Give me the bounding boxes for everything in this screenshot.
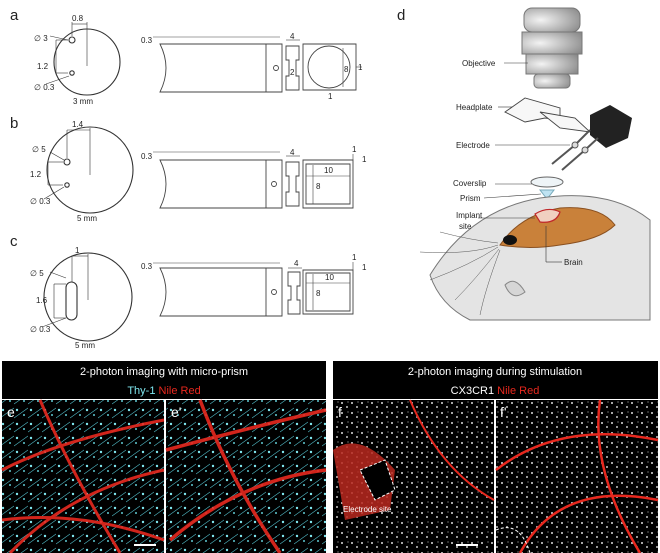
- headplate-illustration: [504, 97, 592, 133]
- panel-label-a: a: [10, 7, 19, 24]
- dim-a-gap: 1: [358, 63, 363, 72]
- dim-b-spacing: 1.2: [30, 170, 42, 179]
- dim-a-bottom: 1: [328, 92, 333, 101]
- dim-c-offset: 1: [75, 246, 80, 255]
- micrograph-e-prime: [165, 399, 327, 553]
- dim-c-slot: 1.6: [36, 296, 48, 305]
- header-left: 2-photon imaging with micro-prism: [80, 366, 248, 378]
- dim-c-gap-right: 1: [362, 263, 367, 272]
- dim-b-box-width: 10: [324, 166, 333, 175]
- label-site: site: [459, 222, 472, 231]
- dim-a-diameter: 3 mm: [73, 97, 93, 106]
- dim-c-diameter: 5 mm: [75, 341, 95, 350]
- label-headplate: Headplate: [456, 103, 493, 112]
- dim-c-box-width: 10: [325, 273, 334, 282]
- setup-leader-lines: [478, 62, 570, 263]
- coverslip-illustration: [530, 176, 564, 188]
- electrode-site-label: Electrode site: [343, 505, 392, 514]
- objective-illustration: [521, 7, 583, 89]
- header-bar-right: [333, 361, 658, 381]
- panel-label-f-prime: f': [500, 404, 507, 420]
- dim-c-plate-width: 4: [294, 259, 299, 268]
- panel-label-c: c: [10, 233, 18, 250]
- legend-bar-right: [333, 381, 658, 399]
- micrograph-f-prime: [495, 399, 659, 553]
- panel-label-b: b: [10, 115, 18, 132]
- dim-a-hole-bottom: ∅ 0.3: [34, 83, 55, 92]
- dim-b-gap-right: 1: [362, 155, 367, 164]
- legend-bar-left: [2, 381, 326, 399]
- panel-label-e: e: [7, 404, 15, 420]
- implant-b-top-view: [43, 126, 134, 214]
- dim-b-plate-width: 4: [290, 148, 295, 157]
- dim-b-box-height: 8: [316, 182, 321, 191]
- dim-c-thickness: 0.3: [141, 262, 153, 271]
- label-brain: Brain: [564, 258, 583, 267]
- implant-c-side-view: [153, 262, 354, 317]
- implant-b-side-view: [153, 151, 354, 209]
- label-electrode: Electrode: [456, 141, 490, 150]
- label-implant: Implant: [456, 211, 483, 220]
- dim-c-hole-top: ∅ 5: [30, 269, 44, 278]
- dim-b-hole-top: ∅ 5: [32, 145, 46, 154]
- dim-b-diameter: 5 mm: [77, 214, 97, 223]
- implant-a-side-view: [153, 36, 362, 93]
- header-bar-left: [2, 361, 326, 381]
- micrograph-e: [1, 399, 165, 553]
- dim-a-spacing: 1.2: [37, 62, 49, 71]
- mouse-illustration: [419, 195, 651, 321]
- dim-a-plate-depth: 2: [290, 68, 295, 77]
- dim-b-offset: 1.4: [72, 120, 84, 129]
- panel-label-e-prime: e': [171, 404, 181, 420]
- header-right: 2-photon imaging during stimulation: [408, 366, 582, 378]
- dim-c-box-height: 8: [316, 289, 321, 298]
- dim-a-thickness: 0.3: [141, 36, 153, 45]
- dim-a-hole-top: ∅ 3: [34, 34, 48, 43]
- panel-label-f: f: [338, 404, 342, 420]
- dim-a-offset: 0.8: [72, 14, 84, 23]
- dim-b-gap-top: 1: [352, 145, 357, 154]
- dim-a-ring: 8: [344, 65, 349, 74]
- label-prism: Prism: [460, 194, 481, 203]
- legend-right: CX3CR1 Nile Red: [451, 385, 540, 397]
- label-objective: Objective: [462, 59, 496, 68]
- prism-illustration: [538, 189, 556, 200]
- panel-label-d: d: [397, 7, 405, 24]
- label-coverslip: Coverslip: [453, 179, 487, 188]
- micrograph-f: [333, 399, 495, 553]
- dim-c-hole-bottom: ∅ 0.3: [30, 325, 51, 334]
- dim-a-plate-width: 4: [290, 32, 295, 41]
- implant-c-top-view: [41, 252, 133, 342]
- implant-a-top-view: [45, 22, 121, 96]
- legend-left: Thy-1 Nile Red: [127, 385, 200, 397]
- dim-b-hole-bottom: ∅ 0.3: [30, 197, 51, 206]
- dim-b-thickness: 0.3: [141, 152, 153, 161]
- electrode-holder-illustration: [551, 105, 632, 171]
- dim-c-gap-top: 1: [352, 253, 357, 262]
